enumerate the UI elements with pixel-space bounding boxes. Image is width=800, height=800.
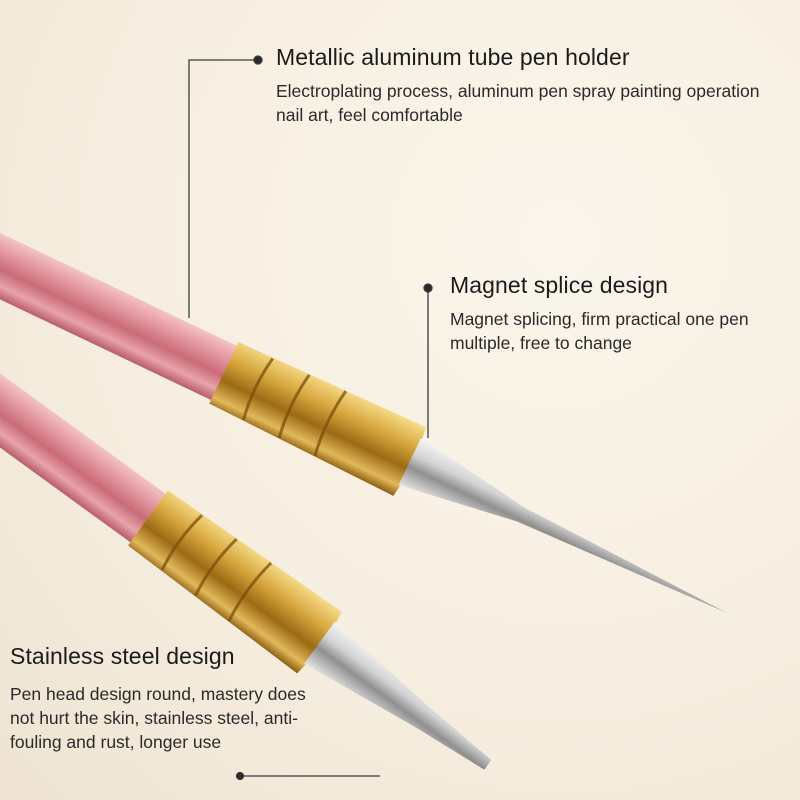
lower-pen-steel-tip — [304, 621, 492, 770]
lower-pen-grip-rings — [160, 514, 273, 622]
upper-pen-grip-rings — [242, 357, 348, 457]
feature-description: Magnet splicing, firm practical one pen … — [450, 309, 749, 353]
upper-pen-ferrule — [209, 342, 427, 496]
feature-description: Pen head design round, mastery does not … — [10, 684, 306, 752]
feature-title: Magnet splice design — [450, 272, 669, 298]
callout-line-magnet — [423, 283, 433, 438]
callout-line-steel — [235, 771, 380, 781]
upper-pen — [0, 209, 728, 614]
feature-holder: Metallic aluminum tube pen holder Electr… — [276, 44, 776, 127]
feature-description: Electroplating process, aluminum pen spr… — [276, 81, 760, 125]
upper-pen-handle — [0, 209, 242, 402]
feature-title: Stainless steel design — [10, 643, 235, 669]
feature-title: Metallic aluminum tube pen holder — [276, 44, 630, 70]
upper-pen-steel-tip — [398, 438, 728, 614]
lower-pen-handle — [0, 302, 169, 544]
callout-line-holder — [188, 55, 263, 318]
feature-steel: Stainless steel design Pen head design r… — [10, 643, 310, 754]
lower-pen — [0, 302, 492, 770]
feature-magnet: Magnet splice design Magnet splicing, fi… — [450, 272, 780, 355]
